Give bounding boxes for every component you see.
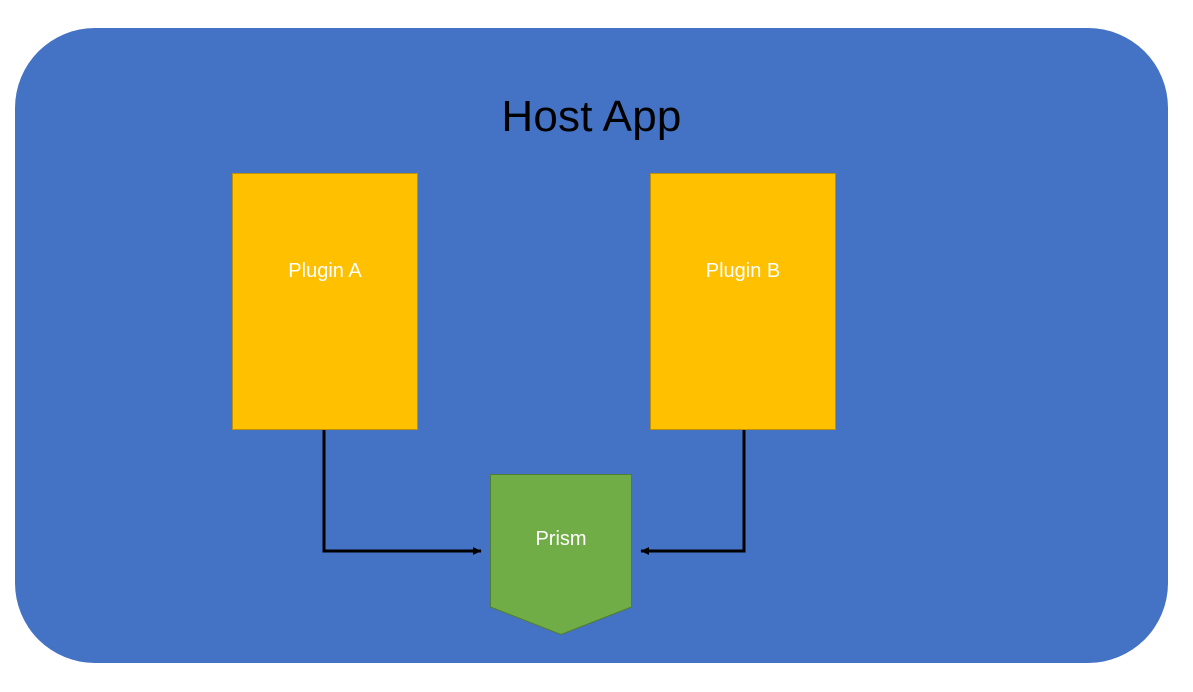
plugin-b-label: Plugin B: [705, 260, 781, 282]
prism-polygon-icon: [490, 474, 632, 635]
plugin-a-box[interactable]: Plugin A: [232, 173, 418, 430]
host-app-title: Host App: [501, 92, 682, 141]
plugin-b-box[interactable]: Plugin B: [650, 173, 836, 430]
plugin-a-label: Plugin A: [288, 260, 362, 282]
prism-shape[interactable]: Prism: [490, 474, 632, 635]
